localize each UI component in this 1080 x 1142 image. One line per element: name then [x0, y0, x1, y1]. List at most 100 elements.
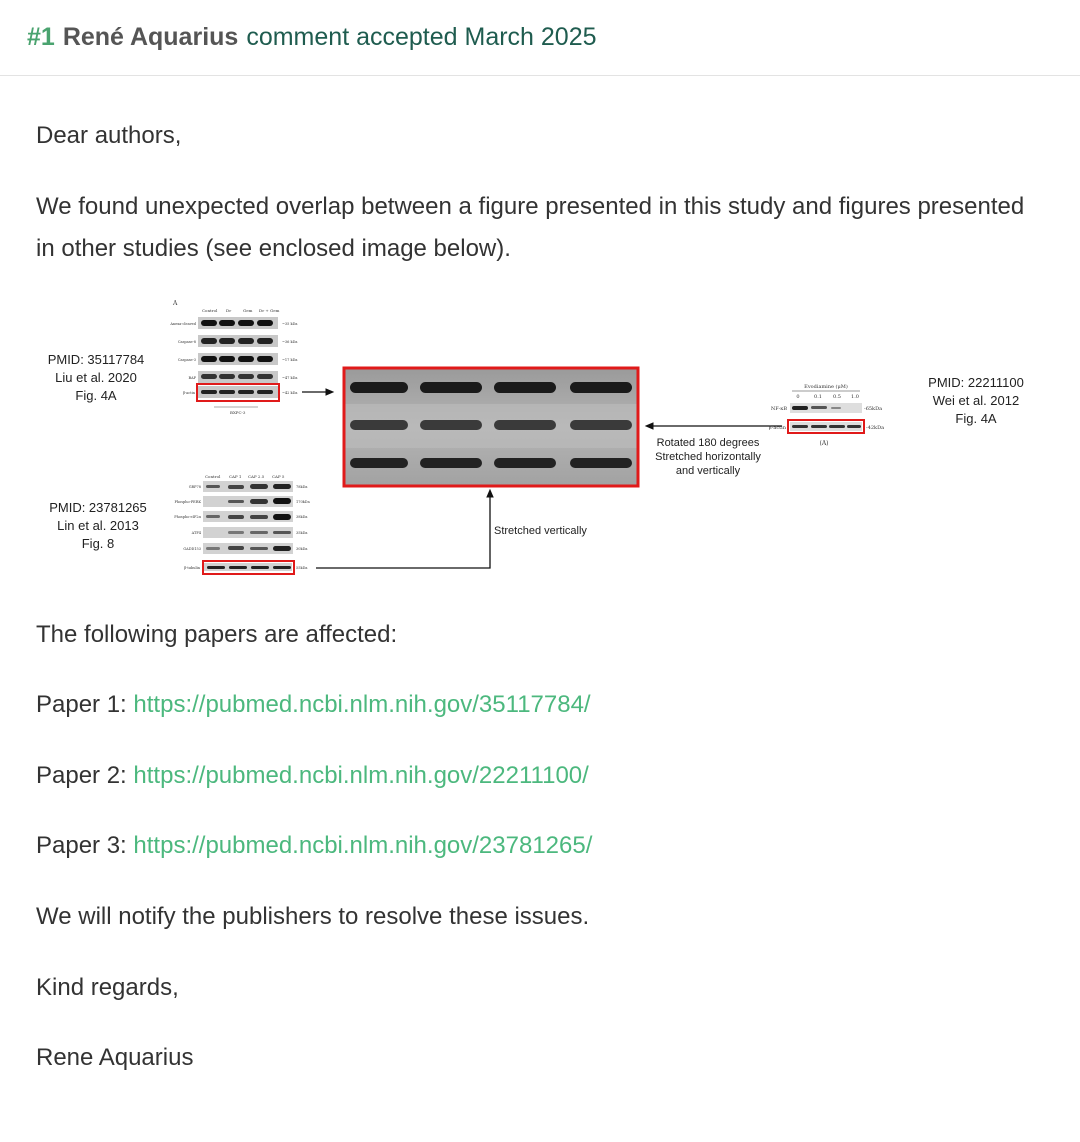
panel-c-dose: 0	[796, 394, 799, 400]
panel-a-row-label: Anexa-cleaved	[169, 322, 196, 326]
rotated-note-line: and vertically	[675, 465, 741, 477]
panel-b-col: CAP 5	[272, 474, 285, 479]
panel-c-dose: 0.1	[814, 394, 822, 400]
panel-a: A Control Dr Gem Dr + Gem Anexa-cleaved …	[169, 300, 297, 415]
paper-link[interactable]: https://pubmed.ncbi.nlm.nih.gov/35117784…	[133, 691, 591, 718]
paper-label: Paper 1:	[36, 691, 127, 718]
panel-b-col: Control	[205, 474, 221, 479]
panel-c-row-size: -65kDa	[864, 406, 882, 412]
paper-label: Paper 3:	[36, 832, 127, 859]
panel-b-row-label: GADD153	[183, 547, 201, 551]
panel-a-row-label: BAP	[189, 376, 197, 380]
highlight-box	[342, 366, 640, 488]
panel-a-col: Control	[202, 308, 218, 313]
panel-c-row-label: β-actin	[769, 425, 787, 431]
paper-line-2: Paper 2: https://pubmed.ncbi.nlm.nih.gov…	[36, 755, 589, 797]
source-3-figure: Fig. 4A	[955, 411, 997, 426]
paper-link[interactable]: https://pubmed.ncbi.nlm.nih.gov/23781265…	[133, 832, 593, 859]
source-1-pmid: PMID: 35117784	[47, 352, 145, 367]
panel-c-row: β-actin -42kDa	[769, 419, 884, 434]
rotated-note-line: Rotated 180 degrees	[656, 437, 760, 449]
panel-a-row-size: ~42 kDa	[282, 391, 298, 395]
zoomed-blot	[342, 366, 640, 488]
panel-c-dose: 0.5	[833, 394, 841, 400]
panel-a-row: Caspase-3 ~17 kDa	[178, 353, 298, 365]
panel-b-row-size: 30kDa	[296, 547, 307, 551]
source-label-2: PMID: 23781265 Lin et al. 2013 Fig. 8	[32, 499, 164, 553]
panel-a-row-label: β-actin	[183, 391, 196, 395]
arrow-left	[644, 422, 782, 430]
panel-b: Control CAP 1 CAP 2.5 CAP 5 GRP78 78kDa …	[174, 474, 310, 575]
source-label-1: PMID: 35117784 Liu et al. 2020 Fig. 4A	[30, 351, 162, 405]
arrow-up	[316, 488, 494, 569]
panel-a-row-size: ~47 kDa	[282, 376, 298, 380]
panel-a-row: Caspase-8 ~36 kDa	[178, 335, 298, 347]
notify-paragraph: We will notify the publishers to resolve…	[36, 903, 590, 930]
arrow-right	[302, 388, 335, 396]
panel-b-row-label: ATF4	[191, 531, 202, 535]
panel-a-col: Dr	[226, 308, 231, 313]
source-label-3: PMID: 22211100 Wei et al. 2012 Fig. 4A	[910, 374, 1042, 428]
source-3-pmid: PMID: 22211100	[928, 375, 1024, 390]
panel-a-letter: A	[172, 300, 178, 307]
source-2-citation: Lin et al. 2013	[57, 518, 139, 533]
panel-a-row: β-actin ~42 kDa	[183, 383, 298, 402]
panel-c-dose: 1.0	[851, 394, 859, 400]
panel-b-row-label: Phospho-PERK	[175, 500, 202, 504]
paper-line-1: Paper 1: https://pubmed.ncbi.nlm.nih.gov…	[36, 684, 591, 726]
panel-b-row: β-tubulin 55kDa	[184, 560, 307, 575]
paper-link[interactable]: https://pubmed.ncbi.nlm.nih.gov/22211100…	[133, 762, 589, 789]
comment-header: #1 René Aquarius comment accepted March …	[0, 0, 1080, 76]
panel-a-row-size: ~35 kDa	[282, 322, 298, 326]
source-1-figure: Fig. 4A	[75, 388, 117, 403]
panel-a-col: Dr + Gem	[259, 308, 280, 313]
paper-label: Paper 2:	[36, 762, 127, 789]
blot-comparison-svg: A Control Dr Gem Dr + Gem Anexa-cleaved …	[169, 300, 884, 575]
panel-b-row-size: 170kDa	[296, 500, 310, 504]
rotated-note-line: Stretched horizontally	[655, 451, 761, 463]
comment-author[interactable]: René Aquarius	[62, 23, 239, 51]
panel-c-title: Evodiamine (μM)	[804, 383, 848, 390]
closing: Kind regards,	[36, 974, 179, 1001]
comment-number[interactable]: #1	[27, 23, 55, 51]
panel-b-col: CAP 2.5	[248, 474, 265, 479]
highlight-box	[202, 560, 295, 575]
panel-c: Evodiamine (μM) 0 0.1 0.5 1.0 NF-κB -65k…	[769, 383, 884, 447]
panel-b-row-label: GRP78	[189, 485, 201, 489]
panel-a-row-label: Caspase-3	[178, 358, 196, 362]
panel-b-row-label: β-tubulin	[184, 566, 201, 570]
rotated-note: Rotated 180 degrees Stretched horizontal…	[646, 436, 770, 478]
overlap-figure: PMID: 35117784 Liu et al. 2020 Fig. 4A P…	[0, 290, 1080, 590]
panel-b-row: ATF4 35kDa	[191, 527, 307, 538]
intro-paragraph: We found unexpected overlap between a fi…	[36, 193, 1025, 262]
panel-b-row: Phospho-PERK 170kDa	[175, 496, 310, 507]
greeting: Dear authors,	[36, 122, 182, 149]
panel-b-row: Phospho-eIF2α 38kDa	[174, 511, 307, 522]
highlight-box	[787, 419, 865, 434]
panel-a-row-label: Caspase-8	[178, 340, 196, 344]
source-2-figure: Fig. 8	[81, 536, 115, 551]
panel-b-row-size: 38kDa	[296, 515, 307, 519]
panel-b-col: CAP 1	[229, 474, 241, 479]
panel-a-cell-line: BXPC-3	[230, 410, 246, 415]
panel-b-row-label: Phospho-eIF2α	[174, 515, 201, 519]
panel-c-row-size: -42kDa	[866, 425, 884, 431]
affected-intro: The following papers are affected:	[36, 621, 398, 648]
panel-a-row-size: ~36 kDa	[282, 340, 298, 344]
panel-b-row-size: 35kDa	[296, 531, 307, 535]
panel-b-row: GRP78 78kDa	[189, 481, 307, 492]
panel-c-row-label: NF-κB	[771, 406, 787, 412]
signature: Rene Aquarius	[36, 1044, 194, 1071]
panel-b-row-size: 55kDa	[296, 566, 307, 570]
panel-a-row-size: ~17 kDa	[282, 358, 298, 362]
highlight-box	[196, 383, 280, 402]
panel-a-row: BAP ~47 kDa	[189, 371, 298, 383]
panel-c-caption: (A)	[819, 440, 828, 447]
panel-a-col: Gem	[243, 308, 253, 313]
source-2-pmid: PMID: 23781265	[49, 500, 147, 515]
paper-line-3: Paper 3: https://pubmed.ncbi.nlm.nih.gov…	[36, 825, 592, 867]
source-1-citation: Liu et al. 2020	[55, 370, 137, 385]
source-3-citation: Wei et al. 2012	[932, 393, 1020, 408]
panel-a-row: Anexa-cleaved ~35 kDa	[169, 317, 298, 329]
panel-b-row-size: 78kDa	[296, 485, 307, 489]
